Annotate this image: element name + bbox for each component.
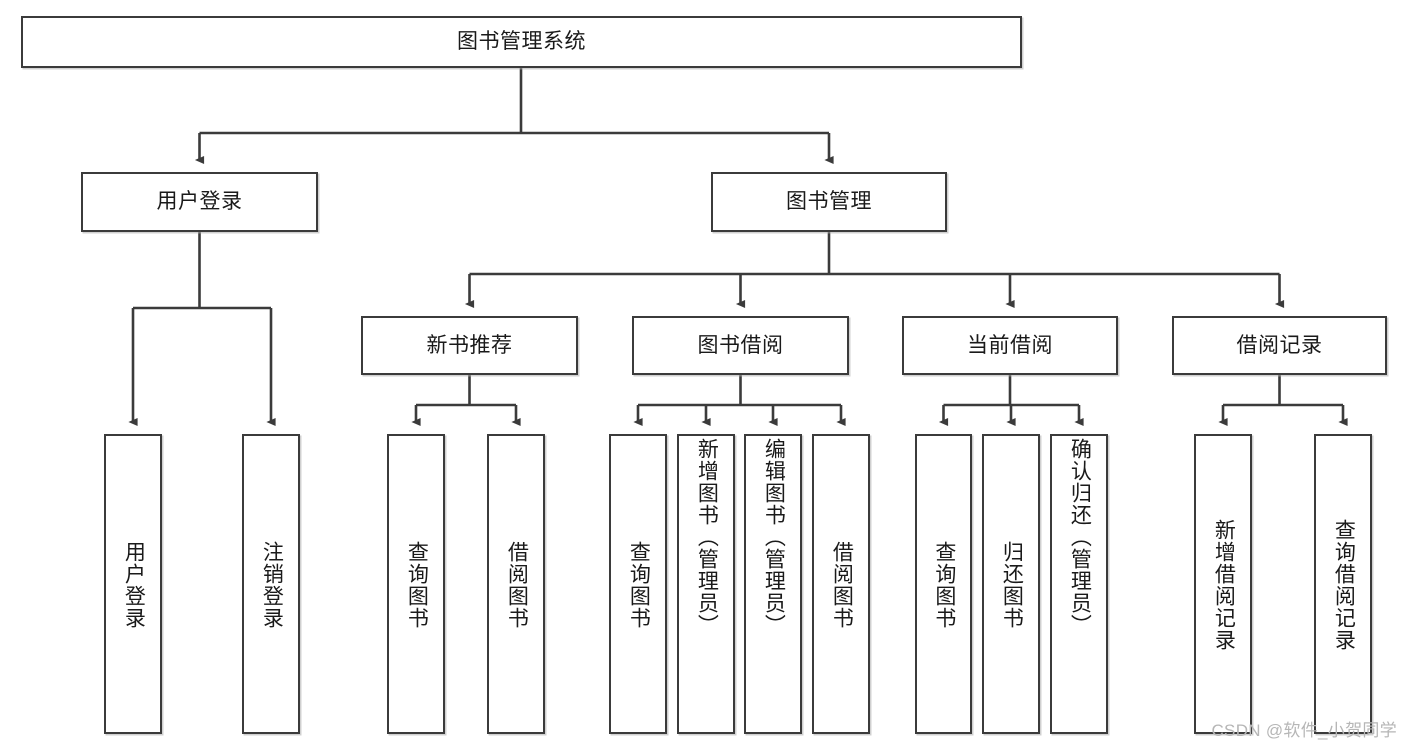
node-user-login-label: 用户登录: [156, 190, 243, 214]
node-leaf-confirm-return[interactable]: 确认归还（管理员）: [1050, 434, 1108, 734]
node-leaf-query-book-current-label: 查询图书: [932, 541, 956, 629]
node-root[interactable]: 图书管理系统: [21, 16, 1022, 68]
node-leaf-query-book-borrow-label: 查询图书: [627, 541, 651, 629]
node-leaf-query-record-label: 查询借阅记录: [1332, 519, 1356, 651]
node-leaf-edit-book-label: 编辑图书（管理员）: [762, 438, 786, 636]
node-root-label: 图书管理系统: [457, 30, 586, 54]
node-book-borrow[interactable]: 图书借阅: [632, 316, 849, 375]
node-leaf-query-book-borrow[interactable]: 查询图书: [609, 434, 667, 734]
node-leaf-return-book-label: 归还图书: [1000, 541, 1024, 629]
node-leaf-confirm-return-label: 确认归还（管理员）: [1068, 438, 1092, 636]
node-leaf-borrow-book-recommend-label: 借阅图书: [505, 541, 529, 629]
node-current-borrow-label: 当前借阅: [967, 333, 1053, 357]
node-current-borrow[interactable]: 当前借阅: [902, 316, 1118, 375]
node-leaf-add-book-label: 新增图书（管理员）: [695, 438, 719, 636]
node-leaf-add-book[interactable]: 新增图书（管理员）: [677, 434, 735, 734]
node-book-manage-label: 图书管理: [786, 190, 872, 214]
node-leaf-query-book-recommend[interactable]: 查询图书: [387, 434, 445, 734]
node-book-borrow-label: 图书借阅: [697, 333, 784, 357]
node-leaf-logout-label: 注销登录: [260, 541, 284, 629]
node-leaf-query-record[interactable]: 查询借阅记录: [1314, 434, 1372, 734]
node-leaf-borrow-book-label: 借阅图书: [830, 541, 854, 629]
node-borrow-record[interactable]: 借阅记录: [1172, 316, 1387, 375]
node-leaf-logout[interactable]: 注销登录: [242, 434, 300, 734]
node-leaf-user-login[interactable]: 用户登录: [104, 434, 162, 734]
node-leaf-edit-book[interactable]: 编辑图书（管理员）: [744, 434, 802, 734]
node-leaf-add-record[interactable]: 新增借阅记录: [1194, 434, 1252, 734]
node-leaf-add-record-label: 新增借阅记录: [1212, 519, 1236, 651]
node-user-login[interactable]: 用户登录: [81, 172, 318, 232]
node-book-manage[interactable]: 图书管理: [711, 172, 947, 232]
node-leaf-borrow-book-recommend[interactable]: 借阅图书: [487, 434, 545, 734]
node-leaf-user-login-label: 用户登录: [122, 541, 146, 629]
node-new-book-recommend[interactable]: 新书推荐: [361, 316, 578, 375]
node-borrow-record-label: 借阅记录: [1236, 333, 1323, 357]
node-leaf-query-book-current[interactable]: 查询图书: [915, 434, 972, 734]
node-leaf-query-book-recommend-label: 查询图书: [405, 541, 429, 629]
node-leaf-borrow-book[interactable]: 借阅图书: [812, 434, 870, 734]
node-leaf-return-book[interactable]: 归还图书: [982, 434, 1040, 734]
node-new-book-recommend-label: 新书推荐: [426, 333, 513, 357]
